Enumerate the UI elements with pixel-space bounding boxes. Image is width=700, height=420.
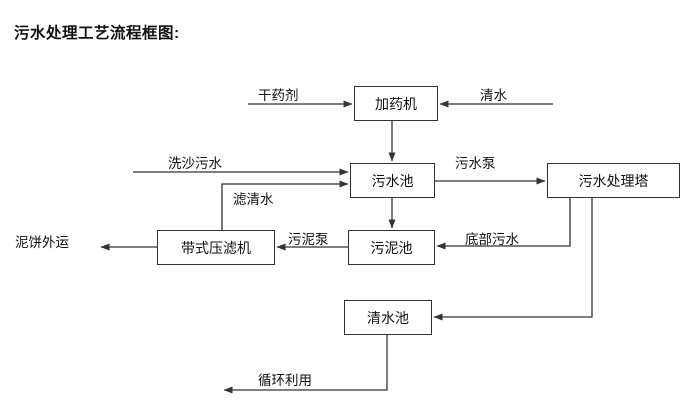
edge-filtrate-to-sewage-pool	[221, 180, 349, 230]
label-clean-water-input: 清水	[480, 88, 507, 103]
label-sewage-pump: 污水泵	[455, 156, 496, 171]
label-sand-wash-water: 洗沙污水	[168, 156, 222, 171]
node-label: 污水池	[371, 172, 414, 189]
node-label: 污泥池	[370, 239, 413, 256]
node-belt-filter-press[interactable]: 带式压滤机	[157, 230, 275, 265]
label-filtrate-water: 滤清水	[233, 192, 274, 207]
node-sewage-pool[interactable]: 污水池	[350, 163, 435, 198]
edge-clear-water-pool-to-recycle	[223, 335, 388, 394]
node-label: 清水池	[367, 309, 409, 326]
node-label: 污水处理塔	[578, 172, 649, 189]
node-treatment-tower[interactable]: 污水处理塔	[547, 163, 680, 198]
node-dosing-machine[interactable]: 加药机	[354, 86, 438, 121]
edge-treatment-tower-to-sludge-pool	[436, 198, 571, 250]
edge-treatment-tower-to-clear-water-pool	[433, 198, 593, 321]
node-label: 带式压滤机	[181, 239, 251, 256]
page-title: 污水处理工艺流程框图:	[14, 25, 180, 42]
label-dry-chemical: 干药剂	[258, 88, 299, 103]
label-bottom-sewage: 底部污水	[465, 232, 519, 247]
label-mud-cake-out: 泥饼外运	[15, 235, 69, 250]
node-sludge-pool[interactable]: 污泥池	[348, 230, 435, 265]
node-clear-water-pool[interactable]: 清水池	[344, 300, 432, 335]
label-recycle-reuse: 循环利用	[258, 373, 312, 388]
node-label: 加药机	[375, 95, 417, 112]
label-sludge-pump: 污泥泵	[288, 232, 329, 247]
